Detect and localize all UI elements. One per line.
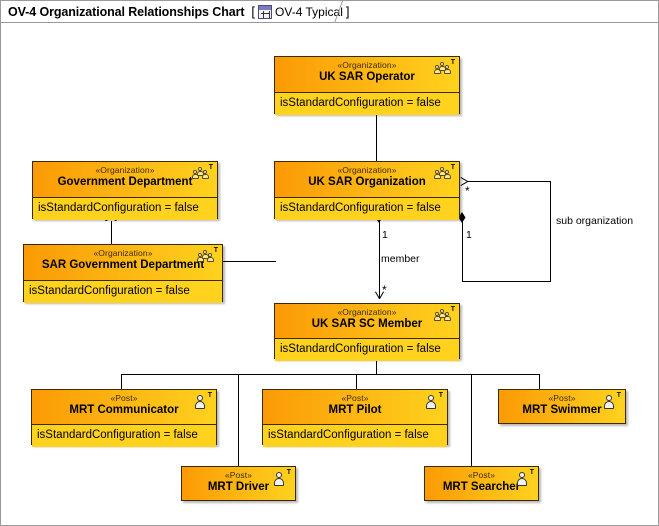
- stereotype-label: «Organization»: [337, 307, 397, 317]
- generalization-drop-mrt-pilot: [356, 374, 357, 389]
- node-mrt-driver[interactable]: «Post» MRT Driver T: [181, 466, 296, 501]
- tab-fold-decoration: [342, 1, 354, 23]
- diagram-tab-label: OV-4 Typical: [275, 4, 343, 19]
- multiplicity-suborg-source: 1: [466, 229, 472, 241]
- node-name: SAR Government Department: [41, 259, 205, 271]
- node-name: MRT Searcher: [442, 481, 521, 493]
- post-icon: T: [601, 392, 621, 411]
- node-attributes: isStandardConfiguration = false: [275, 198, 459, 220]
- generalization-line-org-to-operator: [376, 114, 377, 163]
- diagram-tab-chip[interactable]: [ OV-4 Typical ]: [251, 4, 349, 19]
- association-label-member: member: [381, 253, 420, 265]
- multiplicity-member-source: 1: [382, 229, 388, 241]
- node-header: «Post» MRT Searcher T: [425, 467, 538, 500]
- node-name: MRT Communicator: [69, 404, 179, 416]
- stereotype-label: «Post»: [548, 393, 576, 403]
- post-icon: T: [271, 469, 291, 488]
- post-icon: T: [192, 392, 212, 411]
- stereotype-label: «Post»: [467, 470, 496, 480]
- organization-icon: T: [197, 247, 218, 266]
- generalization-stem-sc-member: [376, 359, 377, 374]
- multiplicity-member-target: *: [382, 283, 387, 297]
- node-header: «Post» MRT Swimmer T: [499, 390, 625, 423]
- generalization-drop-mrt-swimmer: [539, 374, 540, 389]
- node-name: UK SAR Operator: [319, 71, 415, 83]
- aggregation-diamond-suborg: [458, 212, 466, 223]
- node-header: «Post» MRT Pilot T: [263, 390, 447, 425]
- stereotype-label: «Organization»: [93, 248, 153, 258]
- node-uk-sar-sc-member[interactable]: «Organization» UK SAR SC Member T isStan…: [274, 303, 460, 361]
- node-mrt-searcher[interactable]: «Post» MRT Searcher T: [424, 466, 539, 501]
- association-line-sargov-to-uksarorg: [223, 261, 276, 262]
- node-attributes: isStandardConfiguration = false: [263, 425, 447, 447]
- organization-icon: T: [434, 306, 455, 325]
- diagram-title-bar: OV-4 Organizational Relationships Chart …: [1, 1, 658, 23]
- node-uk-sar-organization[interactable]: «Organization» UK SAR Organization T isS…: [274, 161, 460, 220]
- node-attributes: isStandardConfiguration = false: [275, 339, 459, 361]
- node-attributes: isStandardConfiguration = false: [275, 93, 459, 115]
- post-icon: T: [423, 392, 443, 411]
- association-line-member: [379, 215, 380, 299]
- suborg-line-top: [467, 181, 551, 182]
- suborg-line-down: [462, 215, 463, 281]
- page-title: OV-4 Organizational Relationships Chart: [8, 4, 245, 19]
- node-name: UK SAR SC Member: [311, 318, 423, 330]
- node-header: «Organization» SAR Government Department…: [24, 245, 222, 281]
- node-mrt-swimmer[interactable]: «Post» MRT Swimmer T: [498, 389, 626, 424]
- post-icon: T: [514, 469, 534, 488]
- association-label-sub-organization: sub organization: [556, 215, 634, 227]
- node-name: Government Department: [57, 176, 193, 188]
- suborg-line-bottom: [462, 281, 550, 282]
- generalization-bus-line: [121, 374, 539, 375]
- stereotype-label: «Organization»: [337, 60, 397, 70]
- node-mrt-communicator[interactable]: «Post» MRT Communicator T isStandardConf…: [31, 389, 217, 447]
- generalization-drop-mrt-driver: [238, 374, 239, 466]
- node-header: «Organization» Government Department T: [33, 162, 217, 198]
- organization-icon: T: [434, 59, 455, 78]
- stereotype-label: «Organization»: [95, 165, 155, 175]
- multiplicity-suborg-target: *: [465, 184, 470, 198]
- suborg-line-right: [550, 181, 551, 282]
- organization-icon: T: [192, 164, 213, 183]
- node-mrt-pilot[interactable]: «Post» MRT Pilot T isStandardConfigurati…: [262, 389, 448, 447]
- node-sar-government-department[interactable]: «Organization» SAR Government Department…: [23, 244, 223, 303]
- generalization-drop-mrt-searcher: [471, 374, 472, 466]
- node-government-department[interactable]: «Organization» Government Department T i…: [32, 161, 218, 220]
- node-header: «Organization» UK SAR Organization T: [275, 162, 459, 198]
- stereotype-label: «Post»: [341, 393, 369, 403]
- node-name: MRT Pilot: [328, 404, 382, 416]
- bracket-open: [: [251, 4, 256, 19]
- node-name: MRT Swimmer: [522, 404, 602, 416]
- organization-icon: T: [434, 164, 455, 183]
- stereotype-label: «Organization»: [337, 165, 397, 175]
- node-header: «Post» MRT Driver T: [182, 467, 295, 500]
- node-header: «Organization» UK SAR Operator T: [275, 57, 459, 93]
- node-header: «Post» MRT Communicator T: [32, 390, 216, 425]
- node-name: UK SAR Organization: [308, 176, 426, 188]
- stereotype-label: «Post»: [110, 393, 138, 403]
- node-name: MRT Driver: [207, 481, 270, 493]
- stereotype-label: «Post»: [224, 470, 253, 480]
- node-attributes: isStandardConfiguration = false: [24, 281, 222, 303]
- node-attributes: isStandardConfiguration = false: [32, 425, 216, 447]
- generalization-drop-mrt-communicator: [121, 374, 122, 389]
- diagram-icon: [258, 4, 273, 19]
- node-uk-sar-operator[interactable]: «Organization» UK SAR Operator T isStand…: [274, 56, 460, 115]
- node-header: «Organization» UK SAR SC Member T: [275, 304, 459, 339]
- node-attributes: isStandardConfiguration = false: [33, 198, 217, 220]
- generalization-line-sargov-to-gov: [111, 221, 112, 246]
